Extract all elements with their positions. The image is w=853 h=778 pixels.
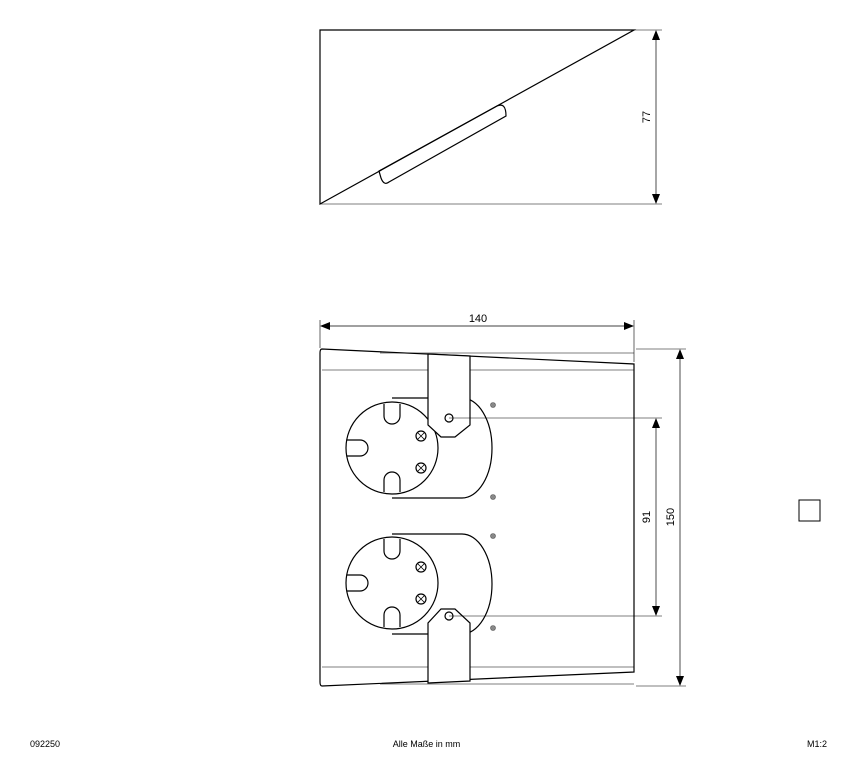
socket-upper [345,397,493,499]
socket-upper-screw-1 [415,430,427,442]
socket-upper-screw-2 [415,462,427,474]
socket-lower-face [345,536,439,630]
socket-upper-earth-slot [347,439,369,457]
side-view [319,29,662,206]
socket-upper-body [392,397,493,499]
mounting-dot [490,402,496,408]
mounting-dot [490,625,496,631]
cover-flap-upper [427,353,471,438]
front-width-dimension-label: 140 [469,313,487,325]
dimension-note: Alle Maße in mm [392,739,461,749]
cover-flap-lower [427,608,471,684]
screw-head-cross [417,563,425,603]
side-height-dimension-label: 77 [641,111,653,123]
socket-lower-body [392,533,493,635]
mounting-dot [490,533,496,539]
socket-upper-pin-slot-top [383,404,401,425]
front-view [319,320,686,687]
socket-lower-screw-2 [415,593,427,605]
socket-lower-pin-slot-bottom [383,606,401,627]
side-view-recess [378,104,507,184]
document-number: 092250 [30,739,61,749]
scale-ratio: M1:2 [806,739,827,749]
socket-lower [345,533,493,635]
socket-lower-pin-slot-top [383,539,401,560]
socket-lower-screw-1 [415,561,427,573]
socket-lower-earth-slot [347,574,369,592]
socket-upper-face [345,401,439,495]
socket-upper-pin-slot-bottom [383,471,401,492]
screw-head-cross [417,432,425,472]
mounting-dots [490,402,496,631]
socket-spacing-dimension-label: 91 [641,511,653,523]
housing-outline [319,348,635,687]
checkbox-square [798,499,821,522]
mounting-dot [490,494,496,500]
front-height-dimension-label: 150 [665,508,677,526]
